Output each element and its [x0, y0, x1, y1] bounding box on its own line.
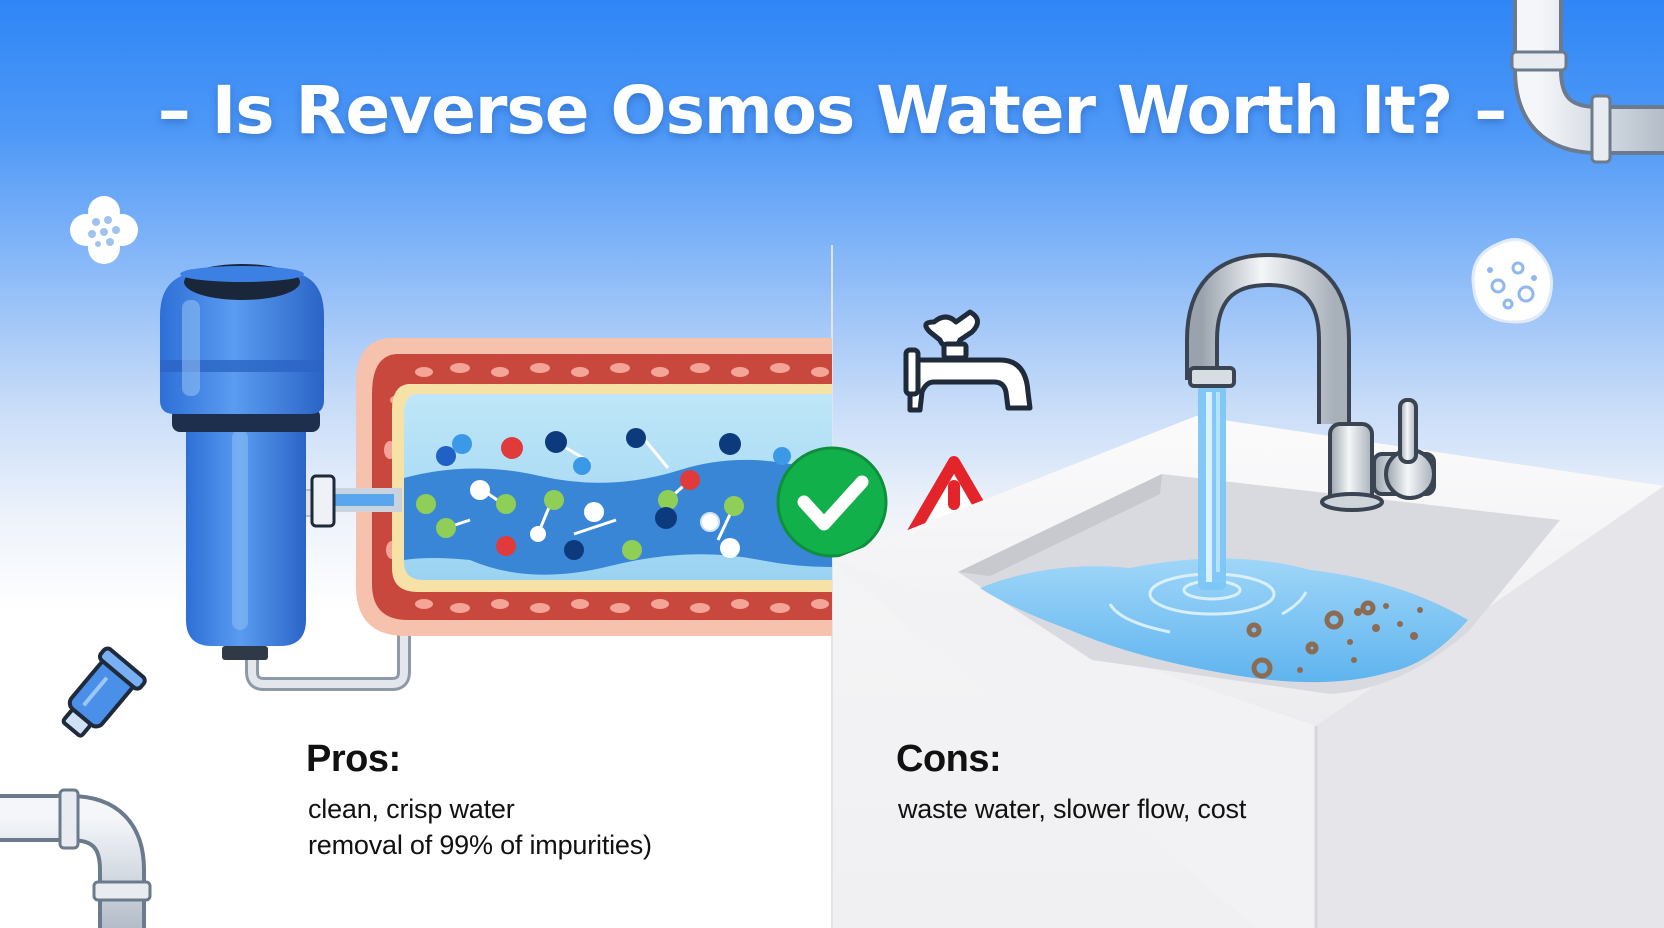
pros-heading: Pros:	[306, 738, 401, 780]
tap-icon	[903, 309, 1033, 413]
pros-line-1: clean, crisp water	[308, 794, 515, 824]
membrane-cross-section	[355, 338, 832, 636]
contaminant-particles	[416, 428, 791, 560]
cons-heading: Cons:	[896, 738, 1002, 780]
pipe-top-right-icon	[1510, 0, 1664, 164]
pros-line-2: removal of 99% of impurities)	[308, 830, 652, 860]
filter-cartridge-icon	[61, 646, 147, 738]
inlet-pipe	[310, 474, 402, 528]
water-stream	[1198, 384, 1226, 590]
bacteria-icon	[1471, 238, 1553, 324]
cons-line-1: waste water, slower flow, cost	[898, 794, 1247, 824]
molecule-icon	[70, 196, 138, 264]
sink-basin	[832, 416, 1664, 928]
page-title: – Is Reverse Osmos Water Worth It? –	[157, 72, 1508, 149]
faucet-icon	[1185, 252, 1436, 512]
pipe-bottom-left-icon	[0, 788, 152, 928]
ro-filter-housing-icon	[160, 264, 411, 691]
sediment-particles	[1246, 600, 1376, 679]
check-circle-icon	[776, 446, 888, 558]
sediment-dots	[1297, 603, 1423, 673]
